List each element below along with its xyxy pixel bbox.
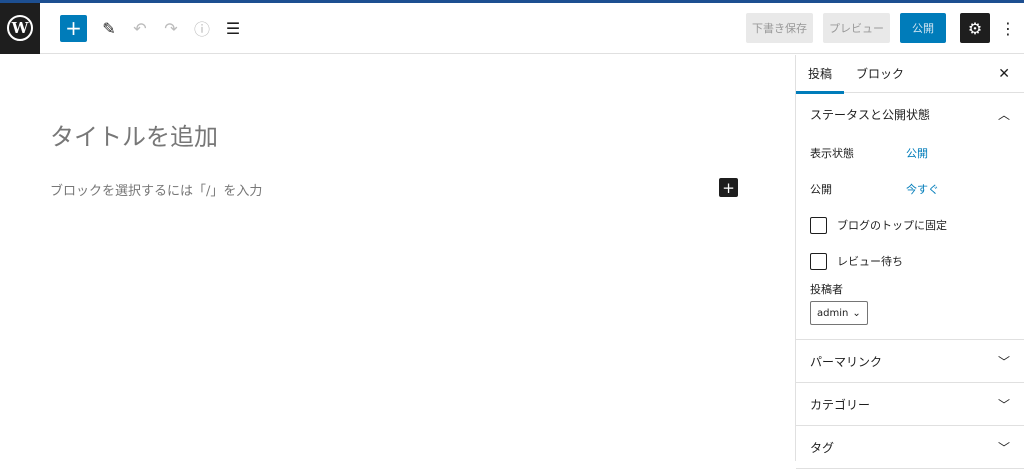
- author-label: 投稿者: [810, 283, 843, 296]
- categories-panel-toggle[interactable]: カテゴリー ﹀: [796, 383, 1024, 425]
- add-block-button[interactable]: +: [60, 14, 87, 42]
- redo-icon[interactable]: ↷: [164, 18, 178, 38]
- preview-button[interactable]: プレビュー: [823, 13, 890, 43]
- save-draft-button[interactable]: 下書き保存: [746, 13, 813, 43]
- settings-button[interactable]: ⚙: [960, 13, 990, 43]
- wordpress-logo-button[interactable]: W: [0, 2, 40, 54]
- info-icon[interactable]: ⓘ: [193, 20, 210, 39]
- status-panel: ステータスと公開状態︿ 表示状態公開 公開今すぐ ブログのトップに固定 レビュー…: [796, 93, 1024, 340]
- checkbox-icon: [810, 216, 827, 234]
- status-panel-toggle[interactable]: ステータスと公開状態 ︿: [796, 93, 1024, 135]
- close-icon[interactable]: ✕: [998, 65, 1010, 82]
- settings-sidebar: 投稿 ブロック ✕ ステータスと公開状態︿ 表示状態公開 公開今すぐ ブログのト…: [795, 55, 1024, 469]
- editor-canvas: タイトルを追加 ブロックを選択するには「/」を入力 +: [0, 55, 795, 461]
- publish-button[interactable]: 公開: [900, 13, 946, 43]
- panel-title: タグ: [810, 440, 835, 455]
- tab-post[interactable]: 投稿: [796, 55, 845, 94]
- panel-title: ステータスと公開状態: [810, 107, 931, 122]
- edit-tool-icon[interactable]: ✎: [102, 18, 116, 38]
- panel-title: カテゴリー: [810, 397, 871, 412]
- pending-label: レビュー待ち: [837, 255, 903, 268]
- more-options-icon[interactable]: ⋮: [1000, 18, 1016, 38]
- editor-header: W + ✎ ↶ ↷ ⓘ ☰ 下書き保存 プレビュー 公開 ⚙ ⋮: [0, 2, 1024, 54]
- chevron-down-icon: ﹀: [997, 440, 1010, 455]
- wordpress-icon: W: [7, 15, 33, 41]
- panel-title: パーマリンク: [810, 354, 883, 369]
- permalink-panel-toggle[interactable]: パーマリンク ﹀: [796, 340, 1024, 382]
- visibility-link[interactable]: 公開: [906, 147, 928, 160]
- list-view-icon[interactable]: ☰: [225, 18, 241, 38]
- publish-label: 公開: [810, 183, 832, 196]
- inline-add-block-button[interactable]: +: [719, 178, 738, 197]
- chevron-down-icon: ⌄: [852, 307, 861, 319]
- tab-block[interactable]: ブロック: [856, 67, 905, 81]
- visibility-label: 表示状態: [810, 147, 854, 160]
- block-appender[interactable]: ブロックを選択するには「/」を入力: [50, 184, 263, 199]
- undo-icon[interactable]: ↶: [133, 18, 147, 38]
- gear-icon: ⚙: [967, 18, 983, 38]
- sticky-label: ブログのトップに固定: [837, 219, 947, 232]
- post-title-input[interactable]: タイトルを追加: [50, 123, 218, 151]
- admin-bar-line: [0, 0, 1024, 3]
- checkbox-icon: [810, 252, 827, 270]
- author-value: admin: [817, 307, 849, 319]
- tags-panel-toggle[interactable]: タグ ﹀: [796, 426, 1024, 468]
- chevron-down-icon: ﹀: [997, 354, 1010, 369]
- sticky-checkbox[interactable]: ブログのトップに固定: [796, 207, 1024, 243]
- chevron-up-icon: ︿: [997, 107, 1010, 122]
- author-select[interactable]: admin⌄: [810, 301, 868, 325]
- chevron-down-icon: ﹀: [997, 397, 1010, 412]
- pending-review-checkbox[interactable]: レビュー待ち: [796, 243, 1024, 279]
- publish-date-link[interactable]: 今すぐ: [906, 183, 939, 196]
